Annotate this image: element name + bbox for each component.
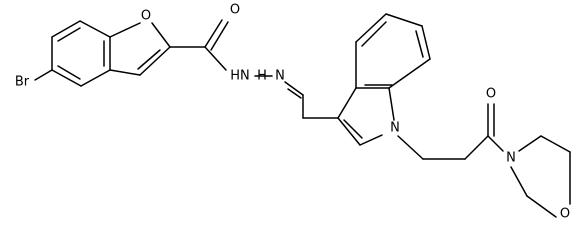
bond <box>51 69 82 87</box>
bond <box>388 87 395 121</box>
atom-o-carbonyl-amide: O <box>230 3 240 18</box>
bonds <box>34 13 571 218</box>
bond <box>139 46 171 76</box>
bond <box>79 20 111 38</box>
atom-n-indole: N <box>390 121 400 136</box>
atom-o-furan: O <box>141 9 151 24</box>
bond <box>526 195 557 218</box>
atom-labels: Br O O HN H N N O N O <box>15 3 570 222</box>
bond <box>540 135 571 153</box>
bond <box>57 27 81 42</box>
atom-nh: HN <box>230 69 250 84</box>
bond <box>361 21 387 47</box>
bond <box>51 20 81 38</box>
bond <box>151 22 171 48</box>
bond <box>80 69 111 87</box>
bond <box>284 81 304 96</box>
bond <box>355 13 387 43</box>
bond <box>210 21 229 51</box>
bond <box>388 58 431 89</box>
bond <box>343 119 363 139</box>
bond <box>421 25 431 60</box>
bond <box>518 135 542 152</box>
bond <box>397 135 424 160</box>
bond <box>464 135 489 160</box>
bond <box>415 30 424 58</box>
bond <box>359 134 383 146</box>
bond <box>337 117 361 146</box>
bond <box>510 166 528 197</box>
molecule-diagram: Br O O HN H N N O N O <box>15 3 571 222</box>
atom-br: Br <box>15 75 30 90</box>
bond <box>204 19 223 48</box>
atom-o-morpholine: O <box>560 207 570 222</box>
bond <box>204 46 227 71</box>
bond <box>487 135 504 152</box>
atom-n-morpholine: N <box>506 151 516 166</box>
bond <box>385 13 423 27</box>
bond <box>109 22 141 38</box>
bond <box>337 87 357 119</box>
bond <box>287 88 302 99</box>
atom-n-hydrazone: N <box>275 69 285 84</box>
bond <box>137 49 161 70</box>
atom-h: H <box>257 69 267 84</box>
bond <box>34 69 53 81</box>
bond <box>57 65 81 80</box>
atom-o-carbonyl-acetyl: O <box>486 87 496 102</box>
bond <box>109 69 141 76</box>
